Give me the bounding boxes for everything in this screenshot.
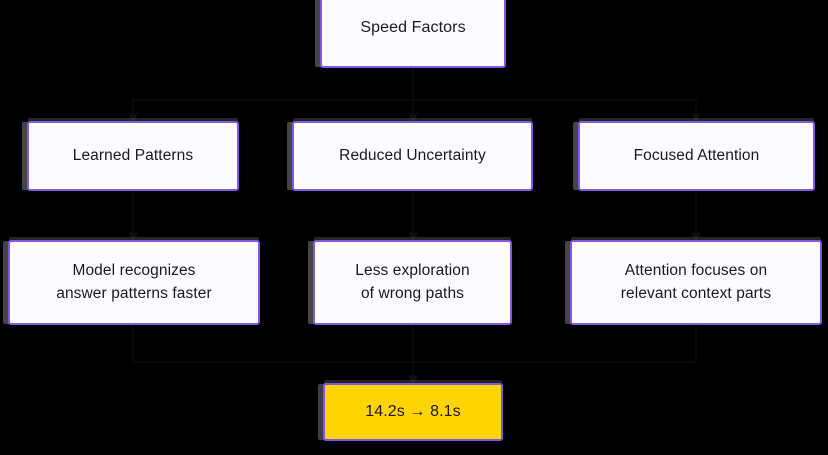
node-label: Model recognizes answer patterns faster xyxy=(56,262,212,302)
node-timing-result[interactable]: 14.2s → 8.1s xyxy=(323,383,503,441)
node-label: 14.2s → 8.1s xyxy=(365,403,461,421)
edge-attention-focuses-to-result xyxy=(412,325,697,379)
edge-model-recognizes-to-result xyxy=(132,325,414,379)
node-less-exploration[interactable]: Less exploration of wrong paths xyxy=(313,240,512,325)
node-reduced-uncertainty[interactable]: Reduced Uncertainty xyxy=(292,121,533,191)
node-label: Focused Attention xyxy=(633,146,760,164)
node-model-recognizes[interactable]: Model recognizes answer patterns faster xyxy=(8,240,260,325)
node-label: Attention focuses on relevant context pa… xyxy=(620,262,772,302)
node-attention-focuses[interactable]: Attention focuses on relevant context pa… xyxy=(570,240,822,325)
node-label: Learned Patterns xyxy=(72,146,194,164)
node-label: Reduced Uncertainty xyxy=(339,146,486,164)
edge-root-to-focused-attention xyxy=(412,68,697,117)
edge-root-to-learned-patterns xyxy=(132,68,414,117)
node-learned-patterns[interactable]: Learned Patterns xyxy=(27,121,239,191)
node-focused-attention[interactable]: Focused Attention xyxy=(578,121,815,191)
node-speed-factors[interactable]: Speed Factors xyxy=(320,0,506,68)
node-label: Less exploration of wrong paths xyxy=(355,262,470,302)
node-label: Speed Factors xyxy=(360,19,466,37)
